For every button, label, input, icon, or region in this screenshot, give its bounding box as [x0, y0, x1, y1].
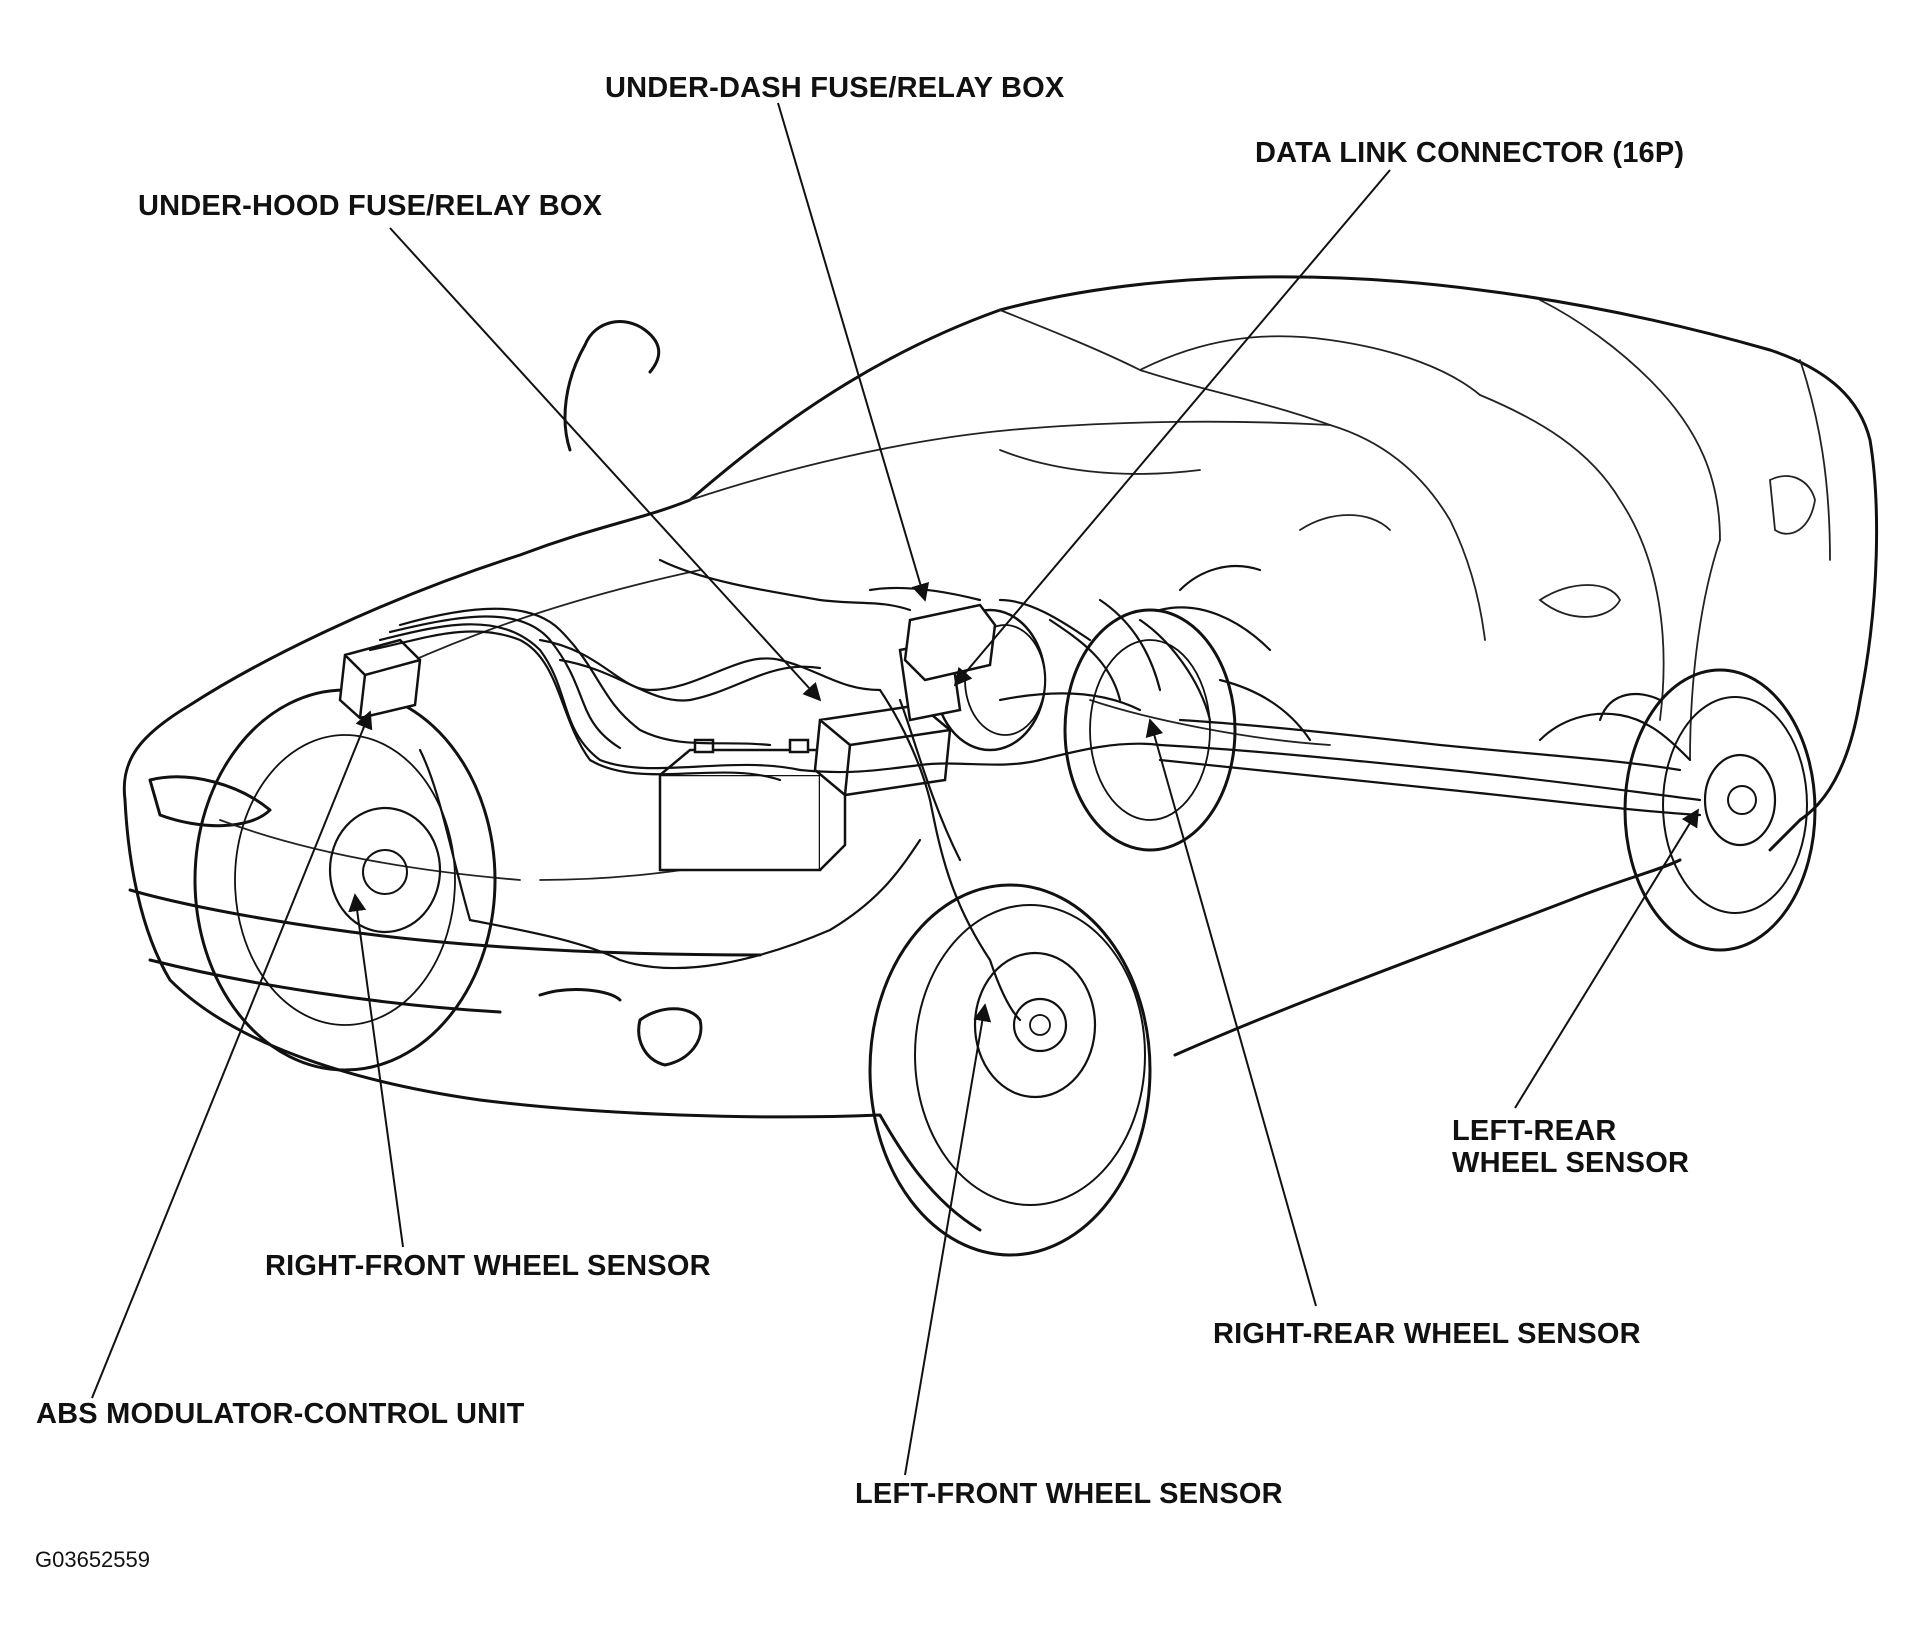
label-left-rear-line2: WHEEL SENSOR — [1452, 1147, 1690, 1179]
leader-left-rear — [1514, 808, 1699, 1109]
label-under-dash-fuse-relay-box: UNDER-DASH FUSE/RELAY BOX — [605, 72, 1065, 104]
label-data-link-connector: DATA LINK CONNECTOR (16P) — [1255, 137, 1685, 169]
leader-lines — [91, 102, 1699, 1476]
car-cabin-lines — [219, 299, 1831, 881]
label-right-front-wheel-sensor: RIGHT-FRONT WHEEL SENSOR — [265, 1250, 711, 1282]
wheel-left-rear — [1623, 668, 1817, 952]
leader-under-hood — [389, 227, 822, 702]
label-left-front-wheel-sensor: LEFT-FRONT WHEEL SENSOR — [855, 1478, 1283, 1510]
label-abs-modulator-control-unit: ABS MODULATOR-CONTROL UNIT — [36, 1398, 525, 1430]
leader-under-dash — [777, 102, 930, 602]
leader-data-link — [953, 169, 1391, 687]
leader-left-front — [904, 1003, 992, 1476]
wheel-right-front — [193, 688, 497, 1072]
label-right-rear-wheel-sensor: RIGHT-REAR WHEEL SENSOR — [1213, 1318, 1641, 1350]
under-dash-fuse-box — [903, 603, 997, 682]
figure-code: G03652559 — [35, 1547, 150, 1572]
wheel-right-rear — [1063, 608, 1237, 852]
leader-right-front — [348, 893, 404, 1248]
leader-right-rear — [1145, 718, 1317, 1307]
under-hood-fuse-box — [813, 703, 952, 797]
wheel-left-front — [868, 883, 1152, 1257]
leader-abs-unit — [91, 710, 373, 1399]
brake-lines-harness — [368, 558, 1702, 1022]
label-left-rear-line1: LEFT-REAR — [1452, 1115, 1617, 1147]
label-under-hood-fuse-relay-box: UNDER-HOOD FUSE/RELAY BOX — [138, 190, 603, 222]
abs-modulator-unit — [338, 638, 422, 720]
car-body-outline — [122, 275, 1879, 1232]
